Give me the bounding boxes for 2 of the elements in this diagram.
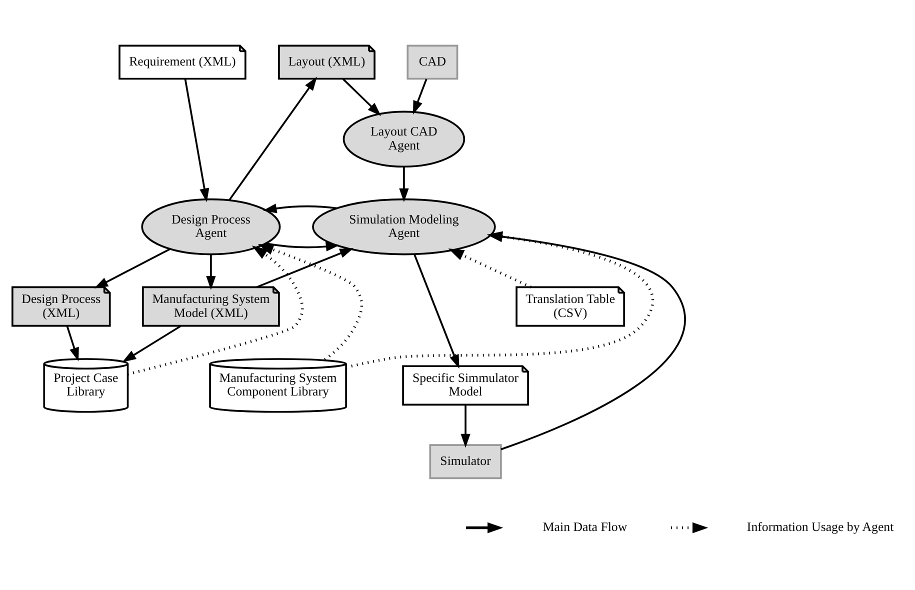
- legend-label: Information Usage by Agent: [746, 520, 894, 534]
- legend-label: Main Data Flow: [542, 520, 628, 534]
